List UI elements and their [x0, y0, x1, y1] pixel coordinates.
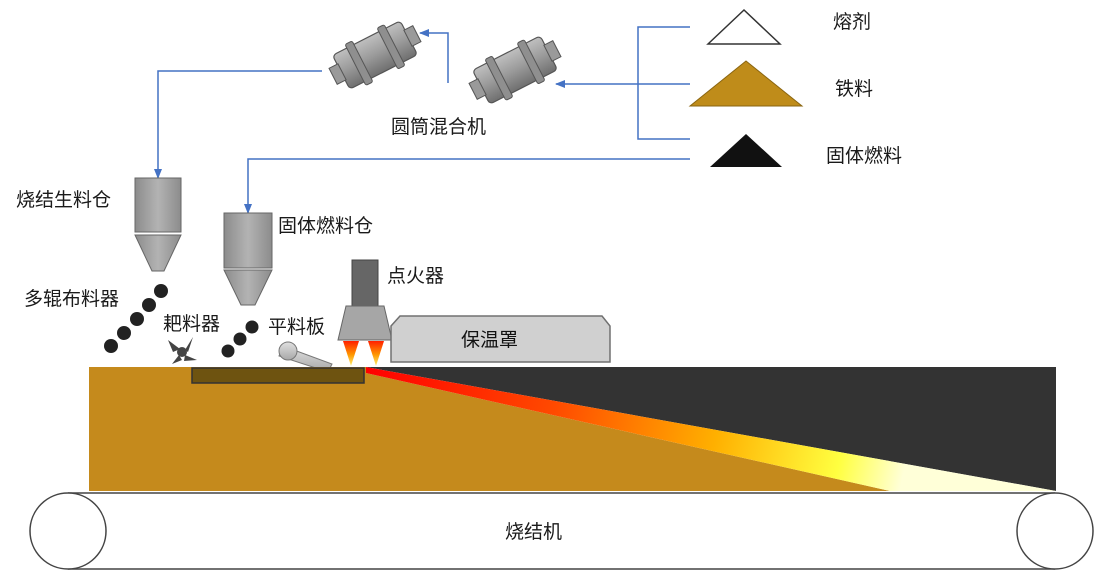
- insulation-hood: [390, 315, 611, 363]
- tail-pulley: [1016, 492, 1094, 570]
- fuel-dispenser-rollers: [221, 320, 259, 358]
- drum-mixer-2: [468, 36, 562, 104]
- fuel-to-fuel-bin-arrow: [244, 158, 690, 214]
- solid-fuel-pile: [710, 134, 782, 167]
- flux-pile: [706, 8, 782, 45]
- rake: [168, 337, 197, 364]
- raw-material-collector-line: [637, 26, 690, 140]
- solid-fuel-bin-label: 固体燃料仓: [278, 215, 373, 237]
- leveling-plate-label: 平料板: [268, 316, 325, 338]
- drum-mixer-1: [328, 21, 422, 89]
- fuel-layer-strip: [191, 367, 365, 384]
- sinter-bed: [89, 367, 1056, 491]
- feeder-roller: [117, 326, 131, 340]
- feeder-roller: [142, 298, 156, 312]
- igniter-flame: [368, 341, 384, 366]
- head-pulley: [29, 492, 107, 570]
- iron-ore-pile: [688, 60, 804, 107]
- feeder-roller: [104, 339, 118, 353]
- mixer-transfer-arrow: [419, 29, 449, 83]
- raw-material-bin: [134, 177, 182, 272]
- flow-lines: [154, 26, 690, 214]
- combustion-zone: [366, 367, 1056, 491]
- solid-fuel-bin: [223, 212, 273, 306]
- sintering-machine: [29, 492, 1094, 570]
- rake-label: 耙料器: [163, 313, 220, 335]
- drum-mixer-label: 圆筒混合机: [391, 116, 486, 138]
- raw-mix-layer: [89, 367, 890, 491]
- raw-material-bin-label: 烧结生料仓: [16, 189, 111, 211]
- multi-roller-feeder: [104, 284, 168, 353]
- insulation-hood-label: 保温罩: [461, 329, 518, 351]
- flux-label: 熔剂: [833, 11, 871, 33]
- solid-fuel-label: 固体燃料: [826, 145, 902, 167]
- igniter: [337, 259, 393, 366]
- fuel-roller: [245, 320, 259, 334]
- fuel-roller: [233, 332, 247, 346]
- igniter-flame: [343, 341, 359, 366]
- sintering-machine-label: 烧结机: [505, 521, 562, 543]
- fuel-roller: [221, 344, 235, 358]
- iron-ore-label: 铁料: [835, 78, 873, 100]
- multi-roller-feeder-label: 多辊布料器: [24, 288, 119, 310]
- feeder-roller: [130, 312, 144, 326]
- feeder-roller: [154, 284, 168, 298]
- igniter-label: 点火器: [387, 265, 444, 287]
- mixer-to-raw-bin-arrow: [154, 70, 322, 179]
